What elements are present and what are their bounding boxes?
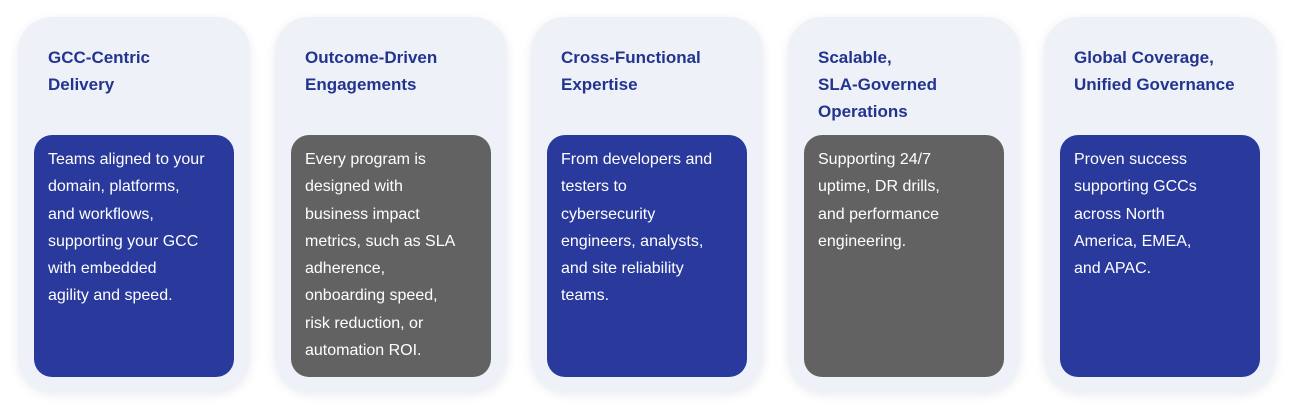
feature-card-scalable-sla-governed-operations: Scalable, SLA-Governed Operations Suppor…: [788, 17, 1020, 391]
card-description: Every program is designed with business …: [305, 151, 456, 360]
card-description: Proven success supporting GCCs across No…: [1074, 151, 1197, 278]
feature-card-gcc-centric-delivery: GCC-Centric Delivery Teams aligned to yo…: [18, 17, 250, 391]
card-description: Supporting 24/7 uptime, DR drills, and p…: [818, 151, 940, 250]
card-title: Scalable, SLA-Governed Operations: [818, 48, 938, 121]
card-title: Cross-Functional Expertise: [561, 48, 701, 94]
card-description: Teams aligned to your domain, platforms,…: [48, 151, 205, 305]
card-description-panel: Supporting 24/7 uptime, DR drills, and p…: [804, 135, 1004, 377]
card-description-panel: Proven success supporting GCCs across No…: [1060, 135, 1260, 377]
feature-card-cross-functional-expertise: Cross-Functional Expertise From develope…: [531, 17, 763, 391]
card-description: From developers and testers to cybersecu…: [561, 151, 713, 305]
card-description-panel: From developers and testers to cybersecu…: [547, 135, 747, 377]
card-description-panel: Teams aligned to your domain, platforms,…: [34, 135, 234, 377]
card-title: GCC-Centric Delivery: [48, 48, 151, 94]
card-title: Global Coverage, Unified Governance: [1074, 48, 1235, 94]
feature-card-outcome-driven-engagements: Outcome-Driven Engagements Every program…: [275, 17, 507, 391]
card-description-panel: Every program is designed with business …: [291, 135, 491, 377]
feature-card-global-coverage-unified-governance: Global Coverage, Unified Governance Prov…: [1044, 17, 1276, 391]
card-title: Outcome-Driven Engagements: [305, 48, 438, 94]
